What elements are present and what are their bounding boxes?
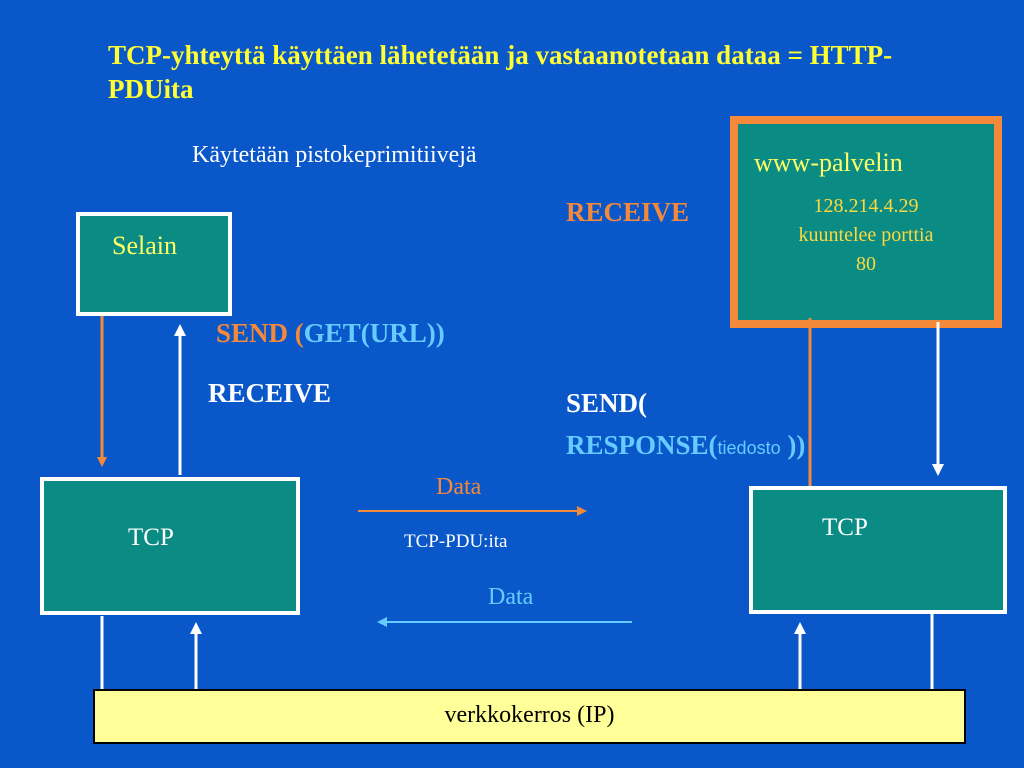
server-address: 128.214.4.29 bbox=[813, 195, 919, 217]
send-prefix: SEND ( bbox=[216, 318, 304, 348]
response-text: RESPONSE( bbox=[566, 430, 718, 460]
client-send-label: SEND (GET(URL)) bbox=[216, 318, 445, 349]
server-listen-text: kuuntelee porttia bbox=[798, 224, 934, 246]
server-receive-label: RECEIVE bbox=[566, 197, 690, 227]
data-forward-label: Data bbox=[436, 474, 482, 500]
response-param: tiedosto bbox=[717, 438, 781, 458]
server-port: 80 bbox=[856, 253, 876, 275]
tcp-server-label: TCP bbox=[822, 514, 868, 541]
tcp-client-label: TCP bbox=[128, 524, 174, 551]
network-layer-label: verkkokerros (IP) bbox=[444, 702, 615, 728]
web-server-info: 128.214.4.29 kuuntelee porttia 80 bbox=[748, 192, 984, 279]
web-server-label: www-palvelin bbox=[754, 148, 903, 177]
tcp-server-box bbox=[749, 486, 1007, 614]
server-send-label: SEND( RESPONSE(tiedosto )) bbox=[566, 382, 805, 469]
response-close: )) bbox=[780, 430, 806, 460]
data-back-label: Data bbox=[488, 584, 534, 610]
tcp-client-box bbox=[40, 477, 300, 615]
browser-box bbox=[76, 212, 232, 316]
send-response-line1: SEND( bbox=[566, 388, 648, 418]
web-server-box bbox=[730, 116, 1002, 328]
browser-label: Selain bbox=[112, 231, 177, 260]
subtitle: Käytetään pistokeprimitiivejä bbox=[192, 142, 477, 168]
client-receive-label: RECEIVE bbox=[208, 378, 332, 408]
network-layer-box bbox=[93, 689, 966, 744]
page-title: TCP-yhteyttä käyttäen lähetetään ja vast… bbox=[108, 40, 893, 104]
tcp-pdu-label: TCP-PDU:ita bbox=[404, 531, 508, 552]
get-url-text: GET(URL)) bbox=[303, 318, 445, 348]
